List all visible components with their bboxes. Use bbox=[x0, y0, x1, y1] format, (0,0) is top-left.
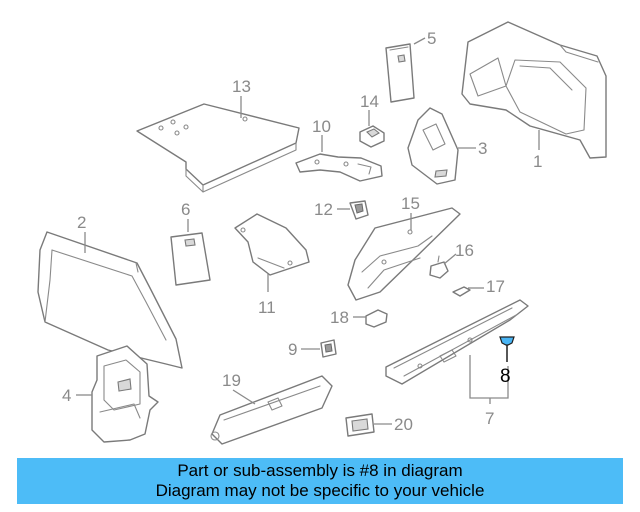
callout-19: 19 bbox=[222, 371, 241, 390]
callout-6: 6 bbox=[181, 200, 190, 219]
callout-14: 14 bbox=[360, 92, 379, 111]
callout-2: 2 bbox=[77, 213, 86, 232]
part-1-quarter-trim bbox=[461, 21, 607, 159]
callout-8: 8 bbox=[500, 366, 511, 387]
info-banner: Part or sub-assembly is #8 in diagram Di… bbox=[17, 458, 623, 504]
part-5-trim-panel bbox=[385, 43, 415, 103]
part-14-clip bbox=[359, 125, 385, 148]
callout-1: 1 bbox=[533, 152, 542, 171]
banner-line-1: Part or sub-assembly is #8 in diagram bbox=[177, 461, 463, 480]
callout-11: 11 bbox=[258, 298, 276, 317]
part-9-clip bbox=[320, 339, 337, 358]
leader-16 bbox=[443, 253, 457, 265]
part-12-retainer bbox=[349, 200, 369, 220]
callout-20: 20 bbox=[394, 415, 413, 434]
callout-9: 9 bbox=[288, 340, 297, 359]
part-20-handle bbox=[345, 413, 375, 437]
leader-7 bbox=[469, 355, 509, 399]
part-6-panel bbox=[170, 232, 211, 286]
callout-13: 13 bbox=[232, 77, 251, 96]
part-19-tonneau-cover bbox=[210, 375, 333, 445]
callout-15: 15 bbox=[401, 194, 420, 213]
part-10-bracket bbox=[295, 153, 383, 182]
part-3-trim-cover bbox=[407, 107, 459, 185]
callout-16: 16 bbox=[455, 241, 474, 260]
parts-diagram: 13 5 14 10 3 1 bbox=[37, 21, 607, 445]
banner-line-2: Diagram may not be specific to your vehi… bbox=[155, 481, 485, 500]
callout-12: 12 bbox=[314, 200, 333, 219]
callout-5: 5 bbox=[427, 29, 436, 48]
part-18-clip bbox=[365, 309, 388, 328]
part-13-cargo-floor bbox=[136, 103, 300, 193]
part-15-cover-panel bbox=[347, 207, 461, 301]
callout-18: 18 bbox=[330, 308, 349, 327]
leader-5 bbox=[413, 37, 426, 45]
callout-7: 7 bbox=[485, 409, 494, 428]
callout-10: 10 bbox=[312, 117, 331, 136]
callout-17: 17 bbox=[486, 277, 505, 296]
leader-19 bbox=[232, 389, 256, 405]
part-4-storage-bin bbox=[91, 345, 159, 443]
part-16-clip bbox=[429, 255, 449, 279]
part-11-bracket bbox=[234, 213, 310, 276]
part-17-clip bbox=[452, 286, 471, 297]
callout-3: 3 bbox=[478, 139, 487, 158]
part-2-side-trim bbox=[37, 231, 183, 369]
callout-4: 4 bbox=[62, 386, 71, 405]
part-7-sill-plate bbox=[385, 299, 529, 385]
part-8-highlighted-clip bbox=[499, 336, 515, 350]
